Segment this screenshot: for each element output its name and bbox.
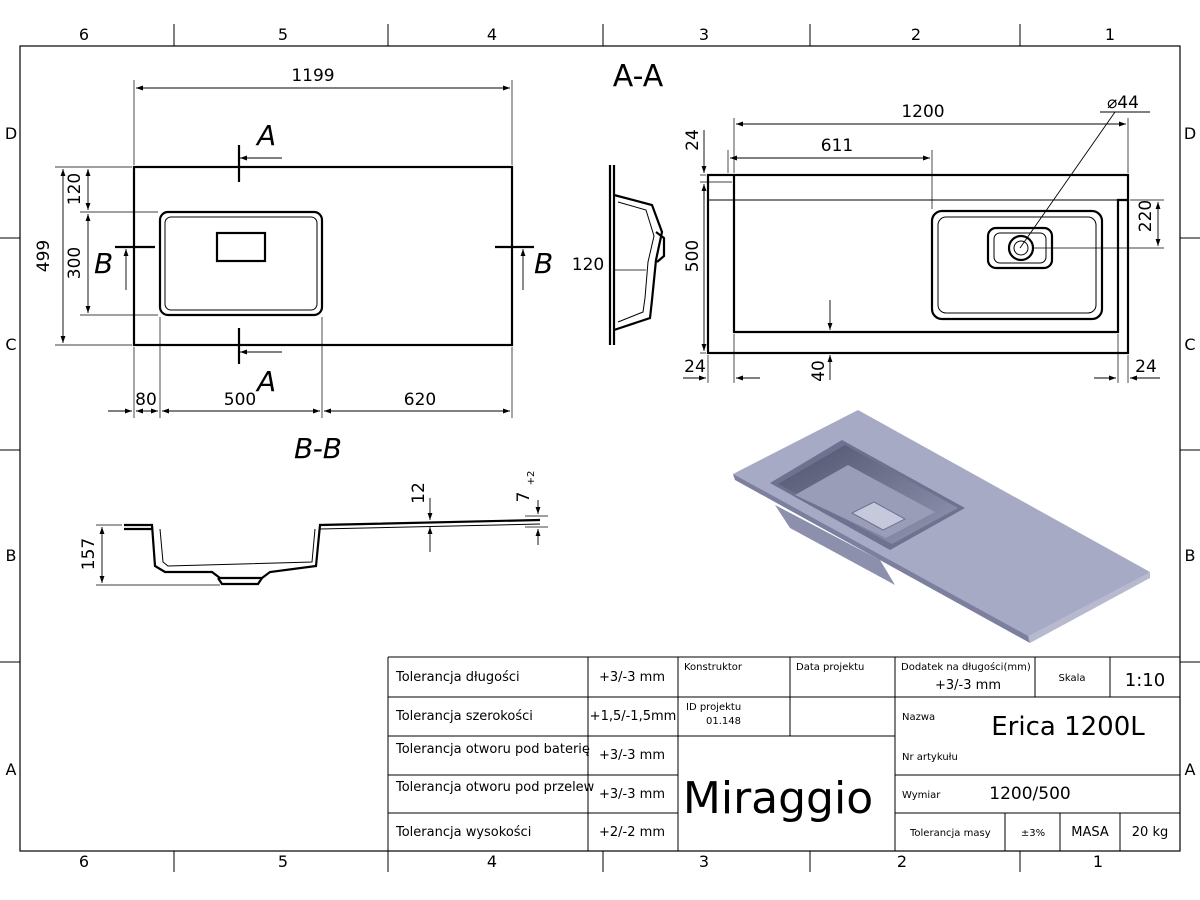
dim-top-basin-height: 300 <box>65 247 85 279</box>
tol-tap-hole-value: +3/-3 mm <box>599 748 665 763</box>
aa-basin-inner <box>937 216 1097 314</box>
section-a-bottom-mark: A <box>255 365 276 398</box>
tol-overflow-label: Tolerancja otworu pod przelew <box>395 780 595 795</box>
zone-row-right-d: D <box>1184 124 1196 143</box>
top-view-drain <box>215 231 267 263</box>
wymiar-label: Wymiar <box>902 790 941 801</box>
nr-artykulu-label: Nr artykułu <box>902 752 958 763</box>
zone-col-bottom-6: 6 <box>79 852 89 871</box>
dim-top-right: 620 <box>404 390 436 410</box>
render-drain <box>850 501 907 531</box>
drawing-frame <box>0 24 1200 872</box>
dodatek-value: +3/-3 mm <box>935 678 1001 693</box>
zone-row-right-b: B <box>1185 546 1196 565</box>
dim-top-height-total: 499 <box>34 240 54 272</box>
dim-top-left: 80 <box>135 390 157 410</box>
zone-col-top-4: 4 <box>487 25 497 44</box>
masa-value: 20 kg <box>1132 825 1168 840</box>
top-view-basin-inner <box>164 216 318 311</box>
dim-aa-right-margin: 24 <box>1135 357 1157 377</box>
dim-aa-drain-offset: 220 <box>1136 200 1156 232</box>
tol-width-value: +1,5/-1,5mm <box>590 709 677 724</box>
zone-col-top-6: 6 <box>79 25 89 44</box>
dim-aa-height: 500 <box>683 240 703 272</box>
tol-length-value: +3/-3 mm <box>599 670 665 685</box>
wymiar-value: 1200/500 <box>989 784 1070 804</box>
section-bb-label: B-B <box>294 432 342 465</box>
id-projektu-value: 01.148 <box>706 716 741 727</box>
dim-aa-top-margin: 24 <box>683 129 703 151</box>
zone-col-bottom-3: 3 <box>699 852 709 871</box>
dim-top-width-total: 1199 <box>291 66 334 86</box>
tol-overflow-value: +3/-3 mm <box>599 787 665 802</box>
zone-row-right-a: A <box>1185 760 1196 779</box>
tolerancja-masy-label: Tolerancja masy <box>909 828 991 839</box>
zone-row-left-b: B <box>6 546 17 565</box>
dim-aa-diameter: ⌀44 <box>1107 93 1139 113</box>
dim-aa-to-drain: 611 <box>821 136 853 156</box>
tol-height-value: +2/-2 mm <box>599 825 665 840</box>
side-profile-view: 120 <box>572 165 666 345</box>
brand-name: Miraggio <box>683 773 873 824</box>
masa-label: MASA <box>1071 825 1109 840</box>
dim-bb-thickness: 12 <box>409 482 429 504</box>
skala-value: 1:10 <box>1125 670 1165 691</box>
dim-bb-height: 157 <box>79 538 99 570</box>
zone-col-top-2: 2 <box>911 25 921 44</box>
data-projektu-label: Data projektu <box>796 662 864 673</box>
top-view-basin <box>158 210 324 317</box>
section-bb-view: 157 12 7 +2 <box>79 471 548 586</box>
zone-col-bottom-4: 4 <box>487 852 497 871</box>
dim-aa-left-margin: 24 <box>684 357 706 377</box>
top-view-outline <box>132 165 514 347</box>
render-slab-side <box>1028 572 1150 643</box>
nazwa-label: Nazwa <box>902 712 935 723</box>
top-view: A A B B 1199 499 120 300 80 <box>34 66 553 465</box>
nazwa-value: Erica 1200L <box>991 712 1145 742</box>
dim-top-basin-width: 500 <box>224 390 256 410</box>
zone-row-left-d: D <box>5 124 17 143</box>
zone-col-bottom-2: 2 <box>897 852 907 871</box>
dim-bb-slope-tolerance: +2 <box>526 471 537 486</box>
section-a-top-mark: A <box>255 119 276 152</box>
tolerancja-masy-value: ±3% <box>1021 828 1045 839</box>
konstruktor-label: Konstruktor <box>684 662 743 673</box>
id-projektu-label: ID projektu <box>686 702 741 713</box>
zone-row-left-c: C <box>5 335 16 354</box>
section-b-left-mark: B <box>94 247 113 280</box>
render-bowl-underside <box>775 505 895 585</box>
zone-col-bottom-1: 1 <box>1093 852 1103 871</box>
zone-row-left-a: A <box>6 760 17 779</box>
aa-outline <box>706 173 1130 355</box>
dim-bb-slope: 7 <box>514 492 534 503</box>
skala-label: Skala <box>1059 673 1086 684</box>
tol-length-label: Tolerancja długości <box>395 670 520 685</box>
zone-col-bottom-5: 5 <box>278 852 288 871</box>
zone-labels: 6 5 4 3 2 1 6 5 4 3 2 1 D C B A D C B A <box>5 25 1196 871</box>
product-3d-render <box>733 410 1150 643</box>
zone-col-top-5: 5 <box>278 25 288 44</box>
dim-aa-bottom-margin: 40 <box>809 360 829 382</box>
dim-aa-overall: 1200 <box>901 102 944 122</box>
tol-height-label: Tolerancja wysokości <box>395 825 531 840</box>
title-block: Konstruktor Data projektu Dodatek na dłu… <box>678 657 1180 851</box>
dim-top-offset: 120 <box>65 173 85 205</box>
section-b-right-mark: B <box>534 247 553 280</box>
render-slab-front <box>733 474 1030 643</box>
tol-width-label: Tolerancja szerokości <box>395 709 533 724</box>
aa-drain-circle <box>1007 234 1035 262</box>
dodatek-label: Dodatek na długości(mm) <box>901 661 1031 673</box>
aa-basin <box>930 209 1104 321</box>
tol-tap-hole-label: Tolerancja otworu pod baterię <box>395 742 590 757</box>
section-aa-view: A-A 1200 611 ⌀44 24 500 <box>613 59 1164 383</box>
zone-col-top-1: 1 <box>1105 25 1115 44</box>
zone-row-right-c: C <box>1184 335 1195 354</box>
tolerance-table: Tolerancja długości +3/-3 mm Tolerancja … <box>387 656 1180 851</box>
zone-col-top-3: 3 <box>699 25 709 44</box>
section-aa-title: A-A <box>613 59 664 94</box>
dim-side-depth: 120 <box>572 255 604 275</box>
